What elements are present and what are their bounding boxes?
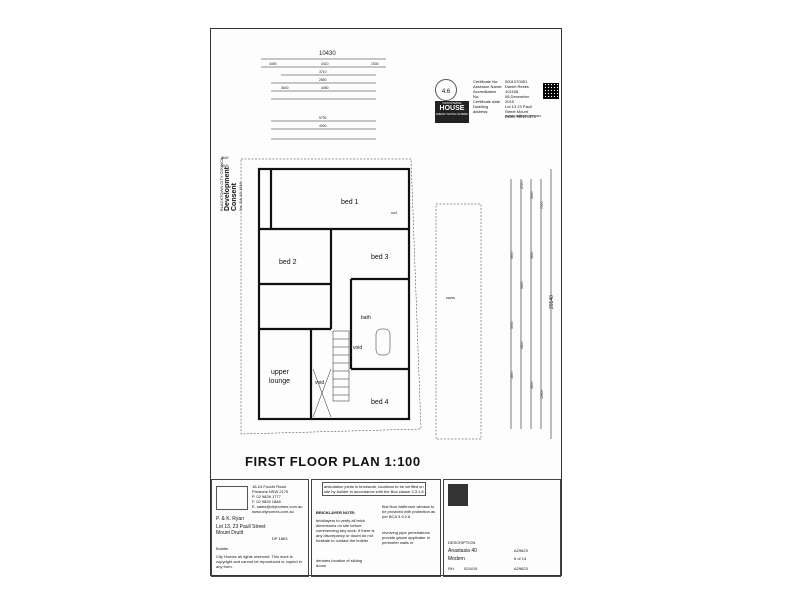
- room-bed1: bed 1: [341, 199, 359, 206]
- void-cross: [312, 368, 332, 418]
- site-line: Mount Druitt: [216, 530, 244, 536]
- cert-labels: Certificate No: Assessor Name: Accredita…: [473, 79, 503, 114]
- dim-row6: 4000: [319, 124, 327, 128]
- dim-right: 1800: [510, 371, 514, 379]
- dim-right: 5600: [530, 251, 534, 259]
- design-logo-icon: [448, 484, 468, 506]
- job-number: A29623: [514, 548, 528, 553]
- dim-right-total: 20140: [549, 295, 555, 309]
- dim-right: 5600: [530, 381, 534, 389]
- dim-top-3: 1530: [371, 62, 379, 66]
- star-rating-badge: 4.6: [435, 79, 457, 101]
- cert-label: Assessor Name:: [473, 84, 503, 89]
- dim-left: 3640: [221, 156, 229, 160]
- company-address: 18-24 Foxchi Road Prestons NSW 2170 P. 0…: [252, 484, 303, 514]
- site-address: Lot 13, 23 Paull Street Mount Druitt: [216, 524, 265, 536]
- bathtub-icon: [375, 328, 391, 356]
- dim-row3-2: 4080: [321, 86, 329, 90]
- house-logo: NATIONWIDE HOUSE ENERGY RATING SCHEME: [435, 101, 469, 123]
- room-bath: bath: [361, 315, 371, 321]
- sliding-door-note: denotes location of sliding doors: [316, 558, 363, 568]
- facade-name: Modern: [448, 556, 465, 562]
- cert-label: Dwelling address:: [473, 104, 489, 114]
- dim-right: 9400: [520, 281, 524, 289]
- address-line: E. sales@cityhomes.com.au: [252, 504, 303, 509]
- dim-row5: 5790: [319, 116, 327, 120]
- dim-right: 7200: [540, 201, 544, 209]
- nathers-certificate: 4.6 NATIONWIDE HOUSE ENERGY RATING SCHEM…: [435, 79, 560, 139]
- room-bed2: bed 2: [279, 259, 297, 266]
- staircase: [332, 330, 350, 402]
- room-void-2: void: [353, 345, 362, 351]
- articulation-note: articulation joints in brickwork, locati…: [322, 482, 426, 496]
- lower-roof-outline: [435, 203, 482, 440]
- dim-row3-1: 3640: [281, 86, 289, 90]
- address-line: P. 02 9826 1777: [252, 494, 281, 499]
- address-line: Prestons NSW 2170: [252, 489, 289, 494]
- pipe-note: revolving pipe penetrations provide gauz…: [382, 530, 430, 545]
- dim-right: 12600: [540, 389, 544, 399]
- badge-sub: ENERGY RATING SCHEME: [436, 113, 468, 116]
- site-line: Lot 13, 23 Paull Street: [216, 524, 266, 530]
- cert-label: Certificate No:: [473, 79, 499, 84]
- company-logo-icon: [216, 486, 248, 510]
- dim-right: 2720: [520, 181, 524, 189]
- room-upper: upper: [271, 369, 290, 376]
- drawing-info-block: DESCRIPTION Anastasia 40 Modern A29623 6…: [443, 479, 561, 577]
- cert-value: 0001070051: [505, 79, 528, 84]
- eaves-note: eaves: [446, 296, 455, 300]
- cert-value: 101158: [505, 89, 519, 94]
- roof-outline: [240, 158, 422, 435]
- roof-note: roof: [391, 211, 397, 215]
- room-lounge: lounge: [269, 378, 290, 385]
- dp-number: DP 1863: [272, 536, 288, 541]
- sheet-number: 6 of 14: [514, 556, 527, 561]
- address-line: 18-24 Foxchi Road: [252, 484, 286, 489]
- disclaimer: City Homes all rights reserved. This wor…: [216, 554, 302, 569]
- notes-block: articulation joints in brickwork, locati…: [311, 479, 441, 577]
- design-name: Anastasia 40: [448, 548, 477, 554]
- drawn-by: RH: [448, 566, 454, 571]
- badge-top: NATIONWIDE: [442, 101, 462, 105]
- cert-values: 0001070051 Daniel Reeks 101158 06 Decemb…: [505, 79, 539, 119]
- dim-right: 3600: [510, 251, 514, 259]
- dim-right: 2800: [520, 341, 524, 349]
- room-bed3: bed 3: [371, 254, 389, 261]
- cert-value: Daniel Reeks: [505, 84, 529, 89]
- dim-row2-1: 3710: [319, 70, 327, 74]
- cert-value: Lot 13 23 Paull Street Mount Druitt, NSW…: [505, 104, 537, 119]
- cert-label: Accreditation No:: [473, 89, 497, 99]
- description-label: DESCRIPTION: [448, 540, 476, 545]
- bricklayer-note: bricklayers to verify all brick dimensio…: [316, 518, 375, 543]
- star-rating-value: 4.6: [441, 89, 451, 95]
- cert-label: Certificate date:: [473, 99, 502, 104]
- bricklayer-note-heading: BRICKLAYER NOTE:: [316, 510, 356, 515]
- address-line: www.cityhomes.com.au: [252, 509, 294, 514]
- client-name: P. & K. Ryan: [216, 516, 244, 522]
- room-void-1: void: [315, 380, 324, 386]
- dim-left: 2940: [221, 164, 229, 168]
- dim-top-1: 4490: [269, 62, 277, 66]
- badge-main: HOUSE: [439, 105, 465, 112]
- qr-code-icon: [543, 83, 559, 99]
- drawing-date: 02/4/15: [464, 566, 478, 571]
- company-block: 18-24 Foxchi Road Prestons NSW 2170 P. 0…: [211, 479, 309, 577]
- floor-plan-drawing: bed 1 bed 2 bed 3 bed 4 upper lounge voi…: [221, 51, 555, 440]
- dim-right: 3500: [530, 191, 534, 199]
- plan-title: FIRST FLOOR PLAN 1:100: [245, 454, 421, 469]
- room-bed4: bed 4: [371, 399, 389, 406]
- window-note: first floor bathroom window to be provid…: [382, 504, 436, 519]
- address-line: F. 02 9826 1888: [252, 499, 281, 504]
- drawing-sheet: BLACKTOWN CITY COUNCIL Development Conse…: [210, 28, 562, 577]
- job-number-footer: A29623: [514, 566, 528, 571]
- dim-right: 3550: [510, 321, 514, 329]
- cert-value: 06 December 2015: [505, 94, 530, 104]
- external-walls: [257, 167, 411, 421]
- cert-url: www.nathers.gov.au: [505, 113, 541, 118]
- dim-overall: 10430: [319, 51, 336, 57]
- dim-top-2: 4410: [321, 62, 329, 66]
- dim-row2-2: 2850: [319, 78, 327, 82]
- builder-label: Builder: [216, 546, 229, 551]
